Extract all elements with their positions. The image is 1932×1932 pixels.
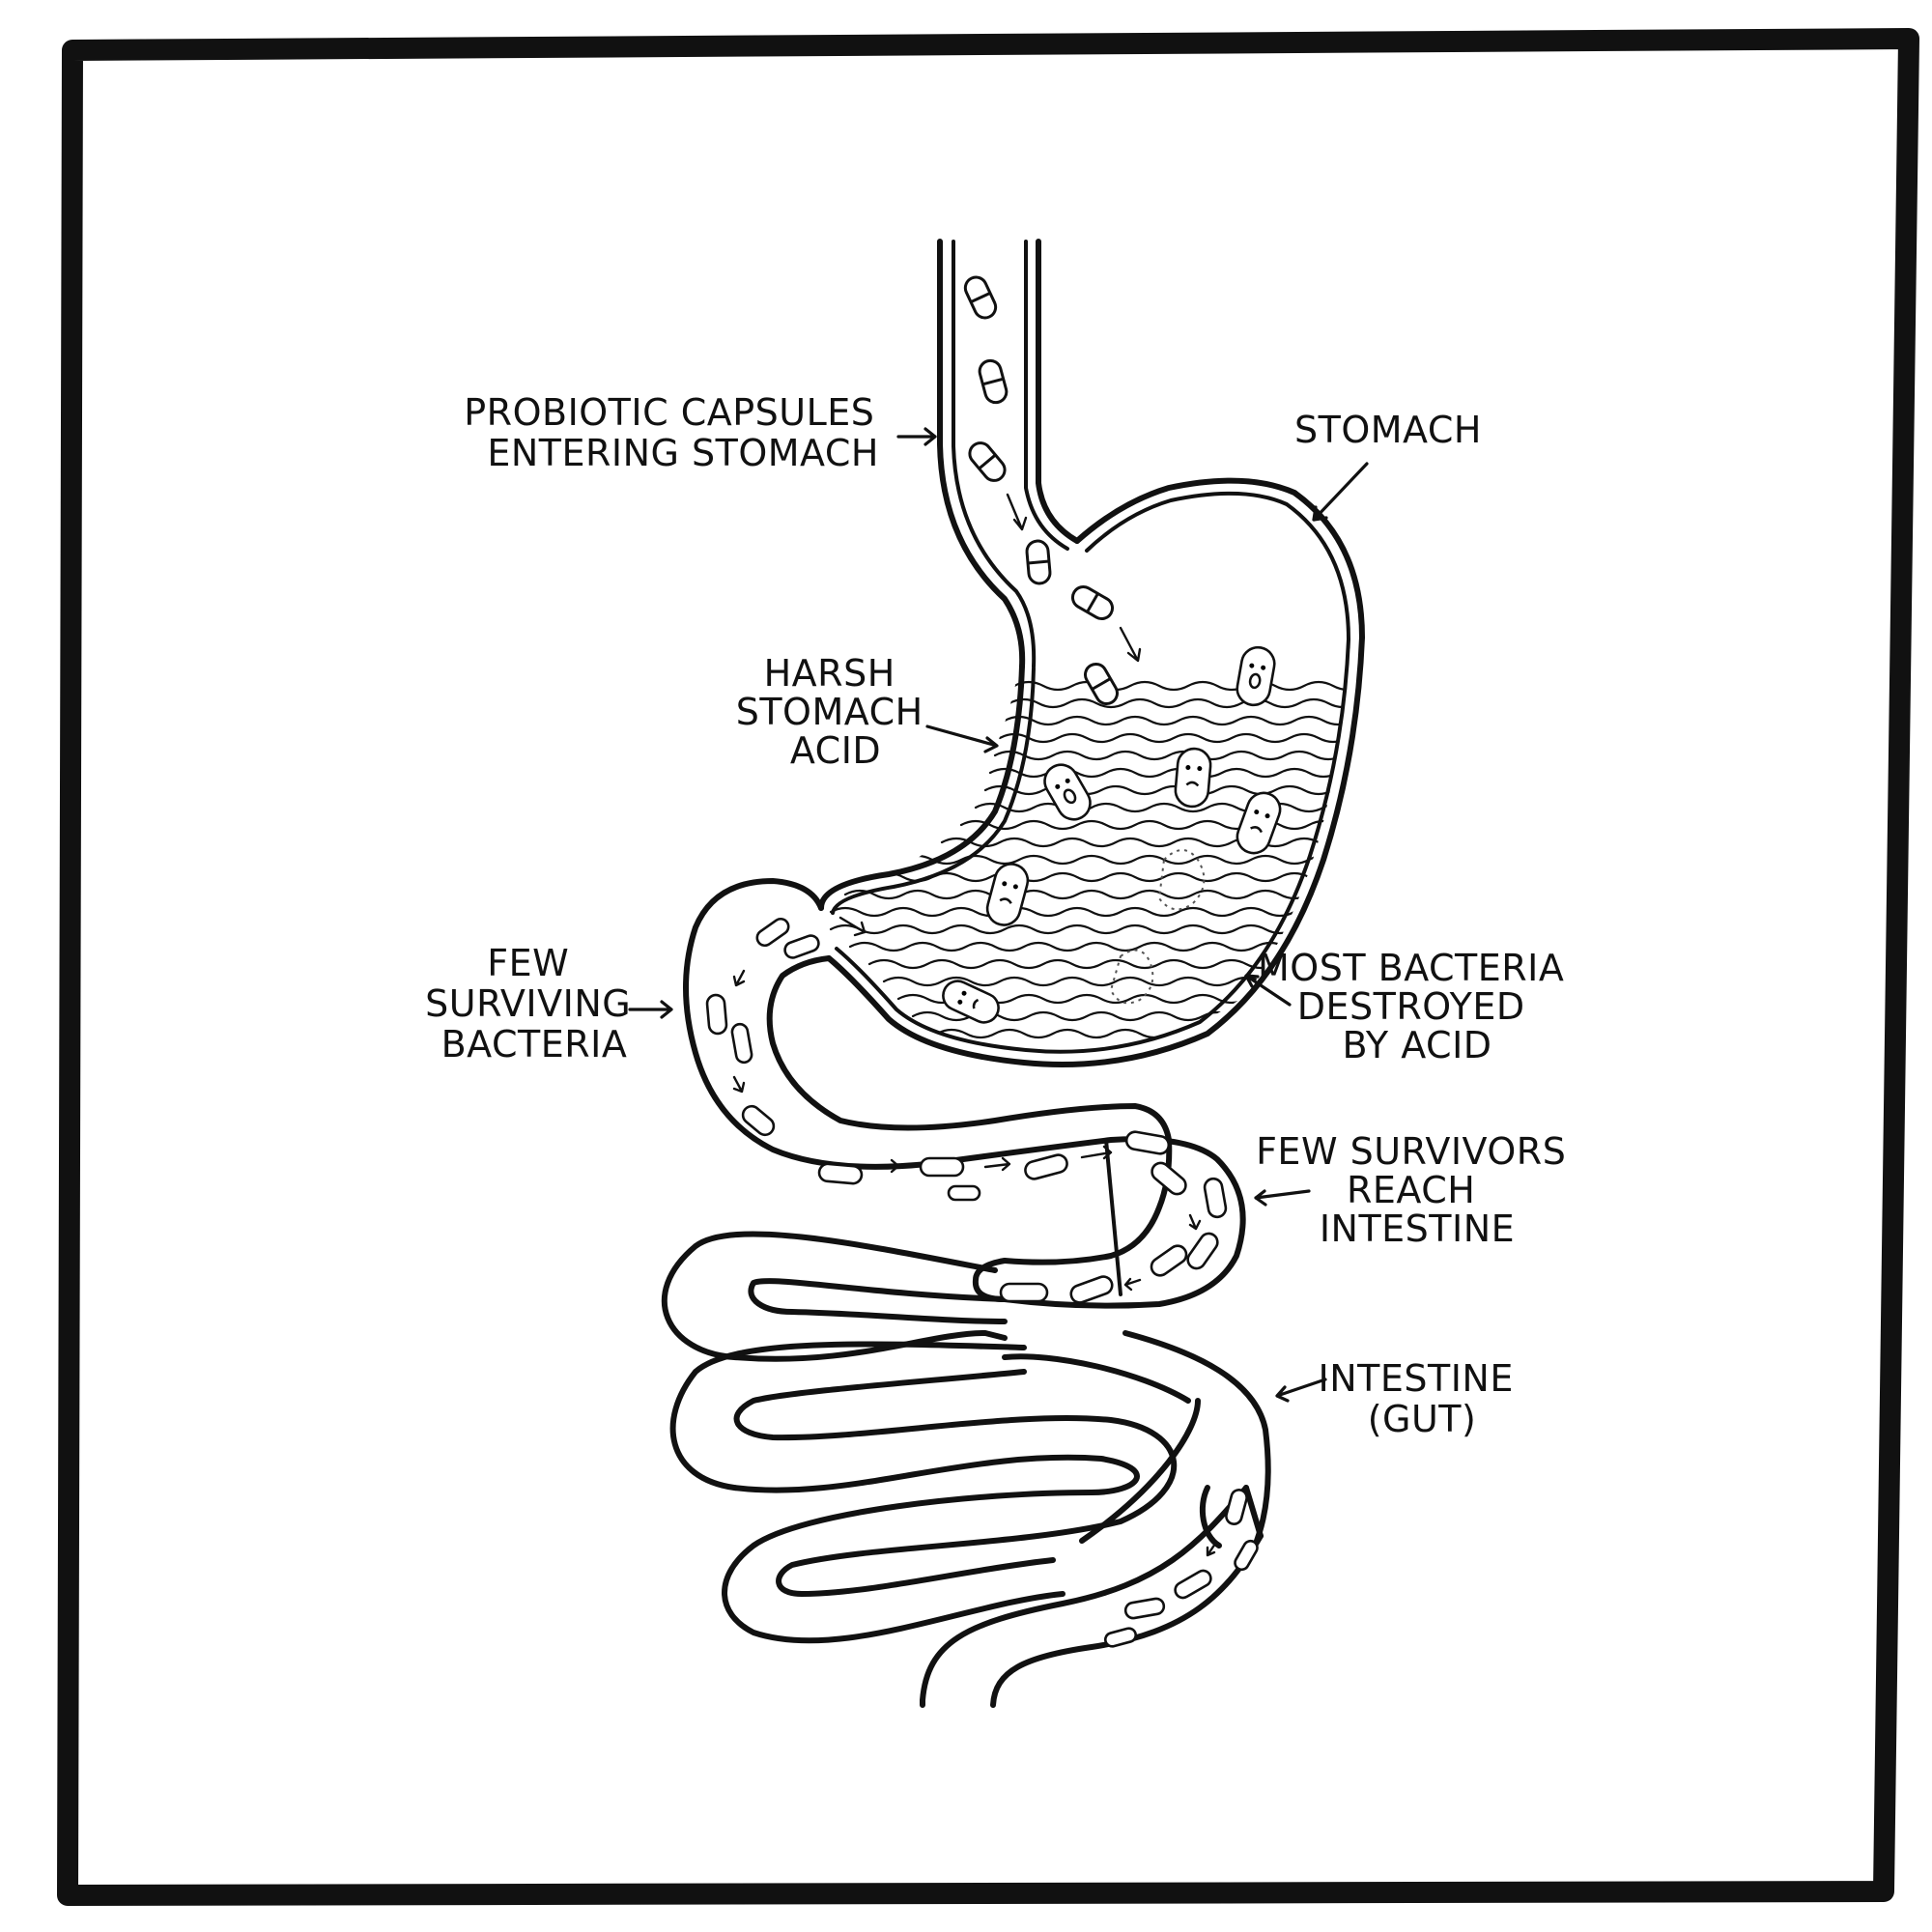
capsule	[968, 441, 1007, 482]
frame-border	[57, 28, 1919, 1906]
bacterium	[919, 1156, 965, 1178]
bacterium	[817, 1162, 864, 1185]
bacterium	[1024, 1153, 1068, 1180]
annotation-arrows	[628, 427, 1369, 1403]
bacterium	[1124, 1130, 1171, 1155]
bacterium	[1225, 1489, 1248, 1525]
labels: PROBIOTIC CAPSULES ENTERING STOMACH STOM…	[425, 391, 1578, 1440]
bacterium	[942, 980, 1000, 1024]
bacterium	[1186, 1232, 1219, 1270]
dissolving-bacterium	[1157, 849, 1206, 911]
bacterium	[1203, 1177, 1228, 1219]
bacterium	[705, 993, 728, 1036]
bacterium	[1123, 1597, 1166, 1620]
capsule	[963, 275, 998, 320]
bacterium	[1236, 791, 1282, 855]
capsule	[1070, 585, 1115, 620]
bacterium	[1236, 645, 1276, 707]
bacterium	[1043, 763, 1092, 821]
label-capsules: PROBIOTIC CAPSULES ENTERING STOMACH	[464, 391, 887, 474]
arrow-stomach	[1312, 462, 1369, 522]
bacterium	[1104, 1627, 1137, 1648]
bacterium	[755, 917, 790, 948]
bacterium	[1069, 1275, 1114, 1304]
small-intestine	[662, 1231, 1271, 1708]
bacterium	[947, 1184, 981, 1202]
stomach-bacteria	[942, 645, 1282, 1024]
surviving-bacteria	[705, 916, 1259, 1648]
arrow-capsules	[896, 427, 937, 446]
label-few-survivors: FEW SURVIVORS REACH INTESTINE	[1256, 1130, 1578, 1250]
label-most-destroyed: MOST BACTERIA DESTROYED BY ACID	[1258, 947, 1577, 1066]
bacterium	[1234, 1539, 1259, 1572]
bacterium	[783, 934, 820, 959]
bacterium	[1174, 747, 1212, 809]
probiotic-capsules	[963, 275, 1142, 706]
bacterium	[999, 1282, 1049, 1303]
label-few-surviving: FEW SURVIVING BACTERIA	[425, 942, 643, 1065]
arrow-acid	[925, 724, 999, 753]
capsule	[1025, 539, 1052, 585]
label-acid: HARSH STOMACH ACID	[736, 652, 936, 772]
bacterium	[1150, 1244, 1188, 1277]
arrow-most-destroyed	[1244, 974, 1292, 1007]
bacterium	[1151, 1161, 1187, 1196]
bacterium	[741, 1104, 776, 1137]
arrow-intestine	[1275, 1378, 1327, 1403]
arrow-few-surviving	[628, 1000, 673, 1019]
label-stomach: STOMACH	[1294, 409, 1482, 451]
label-intestine: INTESTINE (GUT)	[1319, 1357, 1526, 1440]
capsule	[978, 358, 1009, 405]
bacterium	[730, 1022, 753, 1065]
bacterium	[985, 863, 1030, 926]
bacterium	[1174, 1569, 1212, 1600]
capsule	[1084, 662, 1119, 706]
arrow-few-survivors	[1254, 1189, 1311, 1207]
esophagus	[937, 239, 1080, 669]
